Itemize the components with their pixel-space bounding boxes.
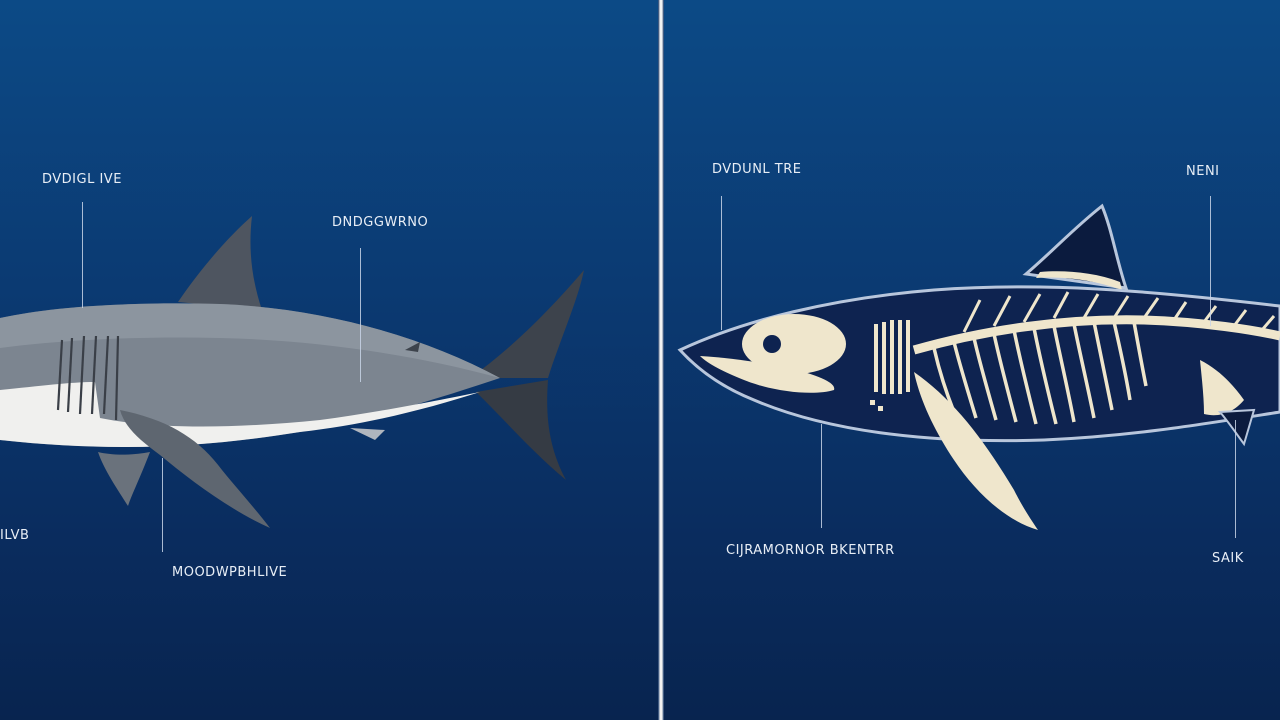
skeleton-dorsal-fin	[1022, 203, 1129, 290]
label-top-right: NENI	[1186, 164, 1220, 179]
skull-cartilage	[742, 314, 846, 374]
gill-slits	[56, 335, 120, 421]
eye-socket	[763, 335, 781, 353]
shark-exterior-illustration	[0, 216, 584, 528]
tail-upper-lobe	[470, 270, 584, 378]
label-top-left: DVDUNL TRE	[712, 162, 802, 177]
leader-line	[721, 196, 722, 330]
leader-line	[1210, 196, 1211, 326]
neural-spines	[962, 291, 1276, 333]
label-top-left: DVDIGL IVE	[42, 172, 122, 187]
shark-belly	[0, 382, 480, 447]
label-bottom-left: ILVB	[0, 528, 30, 543]
ribs	[932, 321, 1148, 425]
pelvic-fin	[98, 452, 150, 506]
skeleton-pectoral-fin	[914, 372, 1038, 530]
leader-line	[1235, 420, 1236, 538]
jaw-cartilage	[700, 356, 835, 393]
exterior-panel: DVDIGL IVE DNDGGWRNO ILVB MOODWPBHLIVE	[0, 0, 658, 720]
pectoral-fin	[120, 410, 270, 528]
panel-divider	[658, 0, 664, 720]
vertebral-column	[912, 315, 1280, 355]
skeleton-pelvic-fin	[1200, 360, 1244, 416]
tail-lower-lobe	[476, 380, 566, 480]
skeleton-panel: DVDUNL TRE NENI CIJRAMORNOR BKENTRR SAIK	[664, 0, 1280, 720]
gill-arches	[874, 320, 910, 394]
dorsal-fin	[178, 216, 262, 310]
label-bottom-right: SAIK	[1212, 551, 1244, 566]
leader-line	[82, 202, 83, 308]
label-bottom-center: MOODWPBHLIVE	[172, 565, 288, 580]
leader-line	[162, 458, 163, 552]
label-bottom-center: CIJRAMORNOR BKENTRR	[726, 543, 895, 558]
leader-line	[821, 424, 822, 528]
leader-line	[360, 248, 361, 382]
label-top-right: DNDGGWRNO	[332, 215, 429, 230]
shark-skeleton-illustration	[677, 203, 1280, 530]
